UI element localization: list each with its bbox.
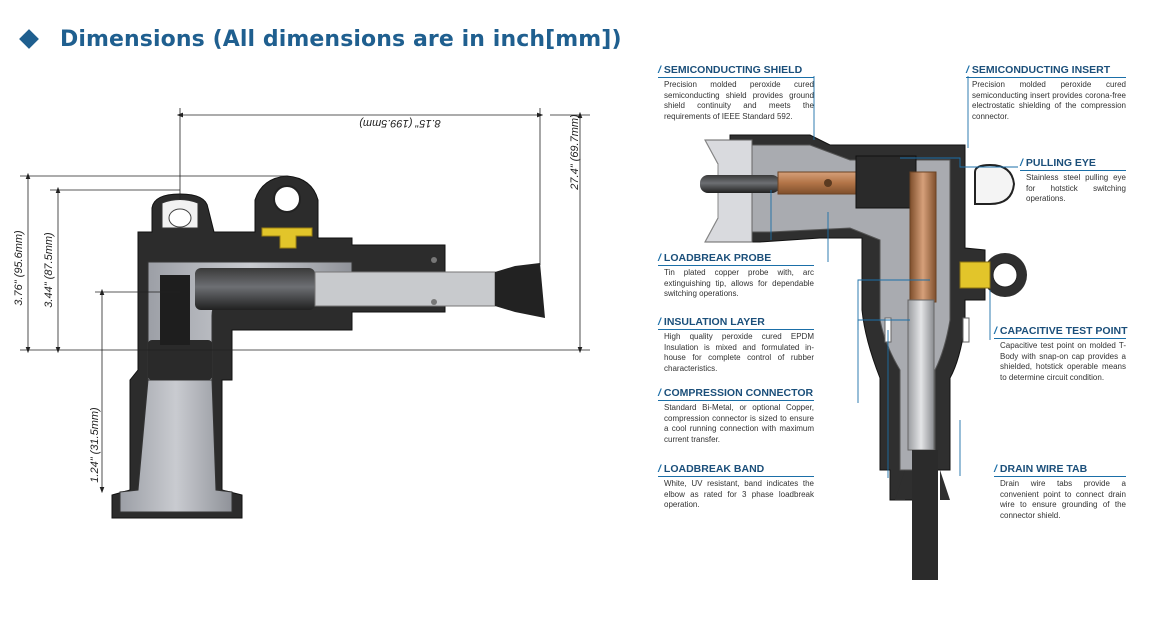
callout-semiconducting-shield: /SEMICONDUCTING SHIELD Precision molded … [658,64,814,122]
callout-loadbreak-band: /LOADBREAK BAND White, UV resistant, ban… [658,463,814,511]
callout-title: INSULATION LAYER [663,316,765,328]
callout-title: PULLING EYE [1025,157,1096,169]
callout-text: Capacitive test point on molded T-Body w… [1000,341,1126,382]
callout-text: Drain wire tabs provide a convenient poi… [1000,479,1126,520]
callout-drain-wire-tab: /DRAIN WIRE TAB Drain wire tabs provide … [994,463,1126,521]
callout-loadbreak-probe: /LOADBREAK PROBE Tin plated copper probe… [658,252,814,300]
callout-text: Precision molded peroxide cured semicond… [972,80,1126,121]
slash-icon: / [994,463,997,475]
elbow-body [111,175,545,519]
dim-height-left-outer: 3.76" (95.6mm) [13,230,25,306]
callout-title: CAPACITIVE TEST POINT [999,325,1128,337]
callout-text: Stainless steel pulling eye for hotstick… [1026,173,1126,204]
callout-capacitive-test-point: /CAPACITIVE TEST POINT Capacitive test p… [994,325,1128,383]
dim-height-lower: 1.24" (31.5mm) [89,407,101,483]
callout-title: DRAIN WIRE TAB [999,463,1088,475]
callout-title: COMPRESSION CONNECTOR [663,387,814,399]
slash-icon: / [1020,157,1023,169]
callout-title: LOADBREAK BAND [663,463,765,475]
slash-icon: / [658,463,661,475]
leader-lines [770,76,1018,478]
callout-text: Tin plated copper probe with, arc exting… [664,268,814,299]
callout-compression-connector: /COMPRESSION CONNECTOR Standard Bi-Metal… [658,387,814,445]
dimension-lines [20,108,590,494]
slash-icon: / [658,387,661,399]
callout-text: Standard Bi-Metal, or optional Copper, c… [664,403,814,444]
slash-icon: / [658,252,661,264]
callout-semiconducting-insert: /SEMICONDUCTING INSERT Precision molded … [966,64,1126,122]
callout-text: White, UV resistant, band indicates the … [664,479,814,510]
callout-text: High quality peroxide cured EPDM Insulat… [664,332,814,373]
slash-icon: / [994,325,997,337]
callout-title: SEMICONDUCTING INSERT [971,64,1111,76]
slash-icon: / [966,64,969,76]
slash-icon: / [658,64,661,76]
callout-title: LOADBREAK PROBE [663,252,772,264]
callout-title: SEMICONDUCTING SHIELD [663,64,803,76]
callout-text: Precision molded peroxide cured semicond… [664,80,814,121]
slash-icon: / [658,316,661,328]
callout-pulling-eye: /PULLING EYE Stainless steel pulling eye… [1020,157,1126,205]
dim-overall-length: 8.15" (199.5mm) [359,117,441,129]
dim-height-right: 27.4" (69.7mm) [569,114,581,191]
dim-height-left-inner: 3.44" (87.5mm) [43,232,55,308]
callout-insulation-layer: /INSULATION LAYER High quality peroxide … [658,316,814,374]
page-title: Dimensions (All dimensions are in inch[m… [60,26,622,52]
page-title-row: Dimensions (All dimensions are in inch[m… [18,22,622,56]
